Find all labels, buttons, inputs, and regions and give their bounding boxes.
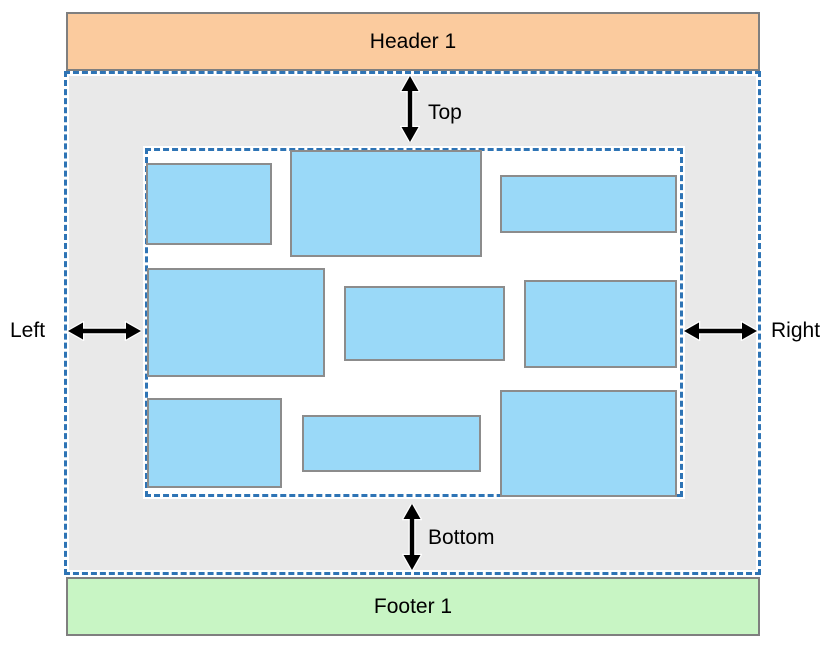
content-block (344, 286, 505, 361)
content-block (290, 150, 482, 257)
page-header-band: Header 1 (66, 12, 760, 71)
top-margin-arrow (400, 76, 420, 142)
right-margin-arrow (684, 321, 757, 341)
footer-label: Footer 1 (373, 594, 453, 618)
content-block (500, 175, 677, 233)
left-margin-arrow (68, 321, 141, 341)
left-margin-label: Left (10, 319, 46, 342)
content-block (500, 390, 677, 497)
header-label: Header 1 (369, 29, 457, 53)
right-margin-label: Right (771, 319, 821, 342)
content-block (146, 163, 272, 245)
content-block (147, 268, 325, 377)
bottom-margin-label: Bottom (428, 526, 495, 549)
page-footer-band: Footer 1 (66, 577, 760, 636)
top-margin-label: Top (428, 101, 462, 124)
bottom-margin-arrow (402, 504, 422, 570)
content-block (302, 415, 481, 472)
content-block (147, 398, 282, 488)
content-block (524, 280, 677, 368)
